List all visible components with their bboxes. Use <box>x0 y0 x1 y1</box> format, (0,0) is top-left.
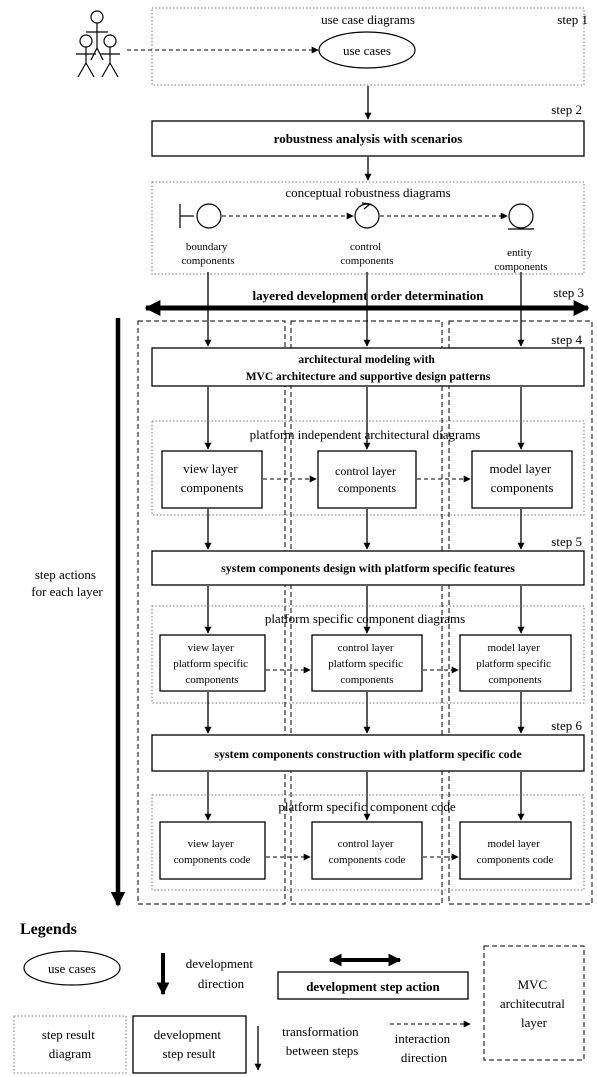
components-design-box <box>151 550 585 586</box>
legend-interaction-label: interaction direction <box>395 1031 454 1065</box>
legend-mvc-layer-box <box>483 945 585 1061</box>
step-actions-label: step actions for each layer <box>31 567 103 599</box>
platform-independent-diagrams-title: platform independent architectural diagr… <box>250 427 481 442</box>
legend-transformation-label: transformation between steps <box>282 1024 362 1058</box>
use-cases-ellipse <box>318 31 416 69</box>
robustness-analysis-label: robustness analysis with scenarios <box>274 131 463 146</box>
control-layer-psd-label: control layer platform specific componen… <box>328 642 406 686</box>
control-layer-code-box <box>311 821 423 880</box>
robustness-diagrams-title: conceptual robustness diagrams <box>285 185 450 200</box>
components-design-label: system components design with platform s… <box>221 561 515 575</box>
model-layer-components-label: model layer components <box>490 461 555 495</box>
legends-title: Legends <box>20 921 77 938</box>
step-4-label: step 4 <box>551 332 582 347</box>
legend-mvc-layer-label: MVC architecutral layer <box>500 977 568 1030</box>
legend-step-action-box <box>277 971 469 1000</box>
platform-specific-diagrams-title: platform specific component diagrams <box>265 611 465 626</box>
step-6-label: step 6 <box>551 718 582 733</box>
view-layer-components-label: view layer components <box>181 461 244 495</box>
use-cases-label: use cases <box>343 43 391 58</box>
architectural-modeling-label: architectural modeling with MVC architec… <box>246 354 491 383</box>
legend-development-step-result-box <box>132 1015 247 1074</box>
model-layer-components-box <box>471 450 573 509</box>
legend-step-result-diagram-label: step result diagram <box>42 1027 98 1061</box>
model-layer-code-box <box>459 821 572 880</box>
model-layer-psd-box <box>459 634 572 692</box>
model-layer-code-label: model layer components code <box>477 838 554 866</box>
control-layer-components-label: control layer components <box>335 464 399 495</box>
legend-use-cases-label: use cases <box>48 961 96 976</box>
view-layer-code-label: view layer components code <box>174 838 251 866</box>
platform-specific-code-box <box>151 794 585 891</box>
legend-development-direction-label: development direction <box>186 956 256 991</box>
view-layer-psd-label: view layer platform specific components <box>173 642 251 686</box>
step-1-label: step 1 <box>557 12 588 27</box>
legend-development-step-result-label: development step result <box>154 1027 224 1061</box>
view-layer-psd-box <box>159 634 266 692</box>
platform-specific-code-title: platform specific component code <box>278 799 455 814</box>
use-case-diagrams-title: use case diagrams <box>321 12 415 27</box>
boundary-label: boundary components <box>181 241 234 267</box>
mvc-layer-model-column <box>448 320 593 905</box>
mvc-layer-view-column <box>137 320 286 905</box>
components-construction-label: system components construction with plat… <box>214 747 522 761</box>
components-construction-box <box>151 734 585 772</box>
boundary-icon <box>179 203 222 229</box>
view-layer-code-box <box>159 821 266 880</box>
robustness-diagrams-box <box>151 181 585 275</box>
use-case-diagrams-box <box>151 7 585 86</box>
entity-label: entity components <box>494 247 547 273</box>
platform-specific-diagrams-box <box>151 605 585 704</box>
legend-step-action-label: development step action <box>306 979 440 994</box>
actors-icon <box>76 10 120 78</box>
control-layer-code-label: control layer components code <box>329 838 406 866</box>
step-2-label: step 2 <box>551 102 582 117</box>
model-layer-psd-label: model layer platform specific components <box>476 642 554 686</box>
control-layer-components-box <box>317 450 417 509</box>
step-3-action-label: layered development order determination <box>253 288 485 303</box>
architectural-modeling-box <box>151 347 585 387</box>
entity-icon <box>508 203 534 230</box>
legend-use-cases-ellipse <box>23 950 121 986</box>
platform-independent-diagrams-box <box>151 420 585 516</box>
control-layer-psd-box <box>311 634 423 692</box>
view-layer-components-box <box>161 450 263 509</box>
robustness-analysis-box <box>151 120 585 157</box>
legend-step-result-diagram-box <box>13 1015 127 1074</box>
control-label: control components <box>340 241 393 267</box>
step-3-label: step 3 <box>553 285 584 300</box>
control-icon <box>354 202 380 229</box>
step-5-label: step 5 <box>551 534 582 549</box>
